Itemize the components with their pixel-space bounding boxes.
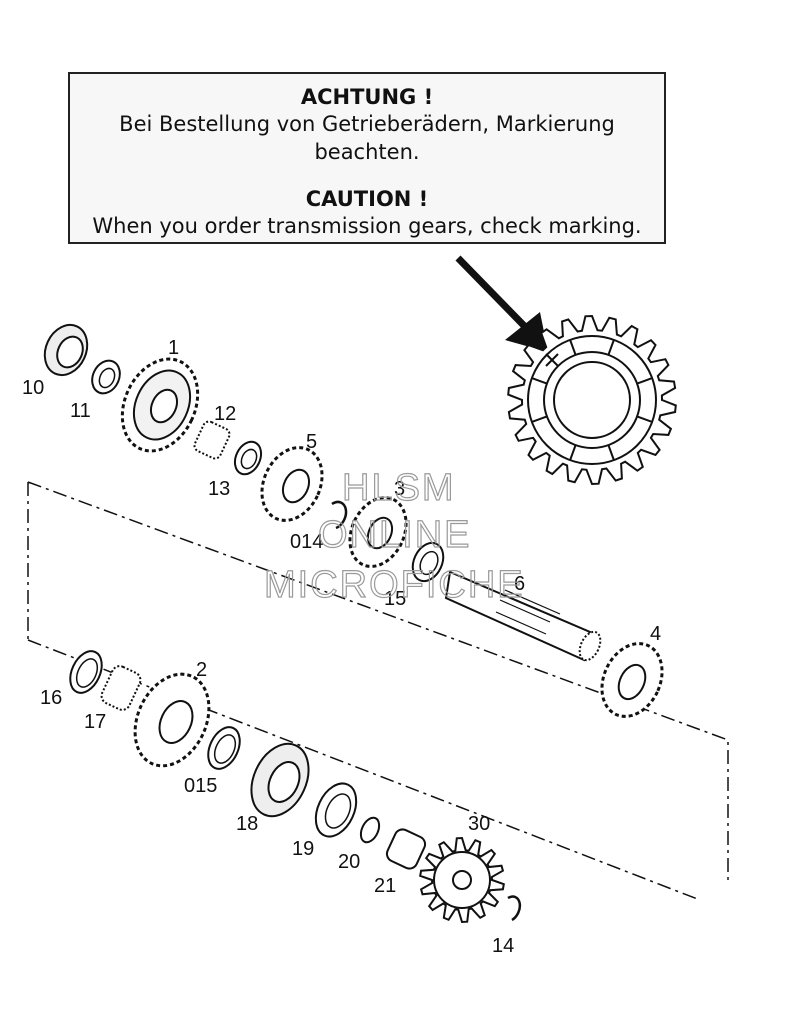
callout-5: 5 [306, 431, 317, 453]
callout-21: 21 [374, 875, 396, 897]
callout-17: 17 [84, 711, 106, 733]
part-13-washer [233, 440, 263, 476]
callout-014: 014 [290, 531, 323, 553]
marking-arrow [455, 255, 548, 352]
part-14-circlip [507, 895, 522, 922]
notice-text-english: When you order transmission gears, check… [92, 214, 642, 238]
part-17-needle-bearing [100, 665, 142, 711]
callout-30: 30 [468, 813, 490, 835]
part-5-gear [260, 446, 324, 522]
watermark-line-2: ONLINE [318, 514, 471, 556]
notice-title-german: ACHTUNG ! [300, 85, 434, 109]
marked-gear-detail [507, 314, 677, 486]
callout-6: 6 [514, 573, 525, 595]
part-21-bushing [385, 828, 427, 870]
callout-2: 2 [196, 659, 207, 681]
callout-16: 16 [40, 687, 62, 709]
caution-notice-box: ACHTUNG ! Bei Bestellung von Getrieberäd… [68, 72, 666, 244]
watermark-line-3: MICROFICHE [264, 564, 525, 606]
part-2-gear [133, 672, 211, 768]
callout-1: 1 [168, 337, 179, 359]
callout-14: 14 [492, 935, 514, 957]
callout-4: 4 [650, 623, 661, 645]
callout-20: 20 [338, 851, 360, 873]
part-16-washer [69, 650, 103, 694]
callout-13: 13 [208, 478, 230, 500]
callout-10: 10 [22, 377, 44, 399]
watermark: HLSM ONLINE MICROFICHE [263, 466, 525, 606]
part-18-bearing [250, 742, 310, 818]
callout-18: 18 [236, 813, 258, 835]
marking-x [545, 353, 559, 367]
part-015-washer [207, 726, 241, 770]
part-4-gear [600, 642, 664, 718]
watermark-line-1: HLSM [342, 467, 456, 509]
callout-19: 19 [292, 838, 314, 860]
notice-text-german: Bei Bestellung von Getrieberädern, Marki… [119, 112, 615, 164]
part-10-bearing [43, 323, 89, 377]
part-014-circlip [331, 500, 348, 530]
part-6-main-shaft [444, 570, 602, 662]
part-3-gear [348, 496, 408, 568]
callout-3: 3 [394, 478, 405, 500]
callout-015: 015 [184, 775, 217, 797]
part-19-seal [314, 782, 358, 838]
part-12-needle-bearing [193, 420, 231, 460]
part-15-washer [411, 541, 445, 583]
callout-15: 15 [384, 588, 406, 610]
part-20-o-ring [359, 816, 381, 844]
part-1-gear [120, 357, 200, 453]
notice-title-english: CAUTION ! [305, 187, 429, 211]
callout-11: 11 [70, 400, 91, 422]
part-11-washer [91, 359, 121, 395]
callout-12: 12 [214, 403, 236, 425]
assembly-boundary [27, 481, 729, 901]
part-30-sprocket [419, 836, 505, 924]
